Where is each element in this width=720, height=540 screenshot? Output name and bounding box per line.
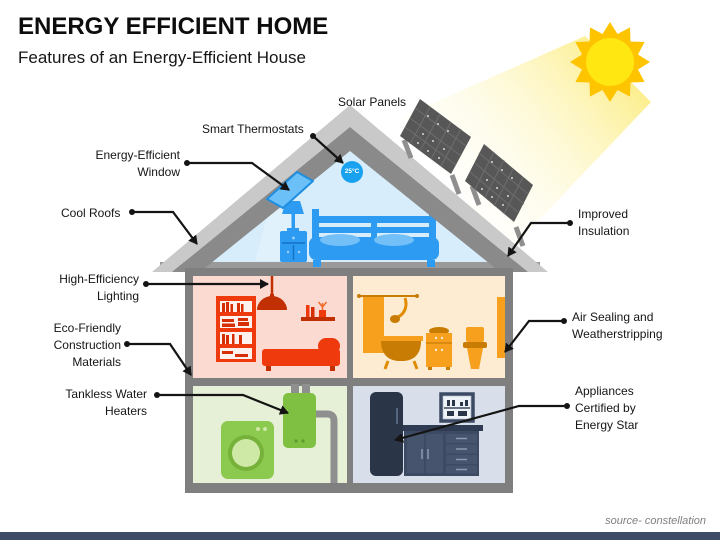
bathtub-icon (379, 336, 423, 370)
living-room (193, 276, 347, 378)
label-appliances-energy-star: Appliances Certified by Energy Star (575, 384, 639, 432)
fridge-icon (370, 392, 403, 476)
washing-machine-icon (221, 421, 274, 479)
label-air-sealing: Air Sealing and Weatherstripping (572, 310, 663, 341)
label-improved-insulation: Improved Insulation (578, 207, 630, 238)
wall-cupboard-icon (439, 392, 475, 423)
shower-icon (357, 294, 419, 353)
sofa-icon (262, 338, 340, 371)
footer-bar (0, 532, 720, 540)
thermostat-icon (341, 161, 363, 183)
bathroom (353, 276, 505, 378)
wall-shelf-icon (301, 301, 335, 321)
attic-room (160, 151, 540, 272)
label-cool-roofs: Cool Roofs (61, 206, 121, 220)
connector-tankless-water-heaters (154, 392, 289, 415)
label-solar-panels: Solar Panels (338, 95, 407, 109)
roof-inner-band (172, 127, 528, 272)
utility-room (193, 384, 347, 483)
solar-panel-icon (465, 144, 533, 222)
label-high-efficiency-lighting: High-Efficiency Lighting (59, 272, 139, 303)
pendant-lamp-icon (257, 276, 287, 310)
solar-panel-icon (400, 99, 471, 174)
kitchen (353, 386, 505, 483)
water-heater-icon (283, 393, 316, 448)
bed-icon (309, 209, 439, 267)
connector-air-sealing (504, 318, 567, 353)
page-subtitle: Features of an Energy-Efficient House (18, 48, 306, 67)
connector-eco-friendly (124, 341, 192, 376)
source-credit: source- constellation (605, 515, 706, 527)
sun-beam (402, 36, 651, 255)
connector-energy-efficient-window (184, 160, 290, 191)
connector-appliances (394, 403, 570, 443)
label-energy-efficient-window: Energy-Efficient Window (95, 148, 181, 179)
label-eco-friendly-construction: Eco-Friendly Construction Materials (53, 321, 121, 369)
page-title: ENERGY EFFICIENT HOME (18, 13, 329, 40)
toilet-icon (463, 327, 487, 369)
kitchen-cabinet-icon (401, 425, 483, 476)
sink-cabinet-icon (426, 327, 452, 370)
weatherstrip-indicator (497, 297, 505, 358)
attic-floor (160, 262, 540, 271)
connector-cool-roofs (129, 209, 198, 245)
nightstand-icon (280, 231, 307, 262)
connector-improved-insulation (507, 220, 573, 257)
sun-icon (570, 22, 650, 102)
connector-smart-thermostats (310, 133, 344, 164)
label-tankless-water-heaters: Tankless Water Heaters (65, 387, 147, 418)
thermostat-reading: 25°C (344, 168, 360, 175)
bookshelf-icon (216, 296, 256, 362)
label-smart-thermostats: Smart Thermostats (202, 122, 304, 136)
solar-panels (400, 99, 533, 247)
pipes (291, 384, 338, 483)
